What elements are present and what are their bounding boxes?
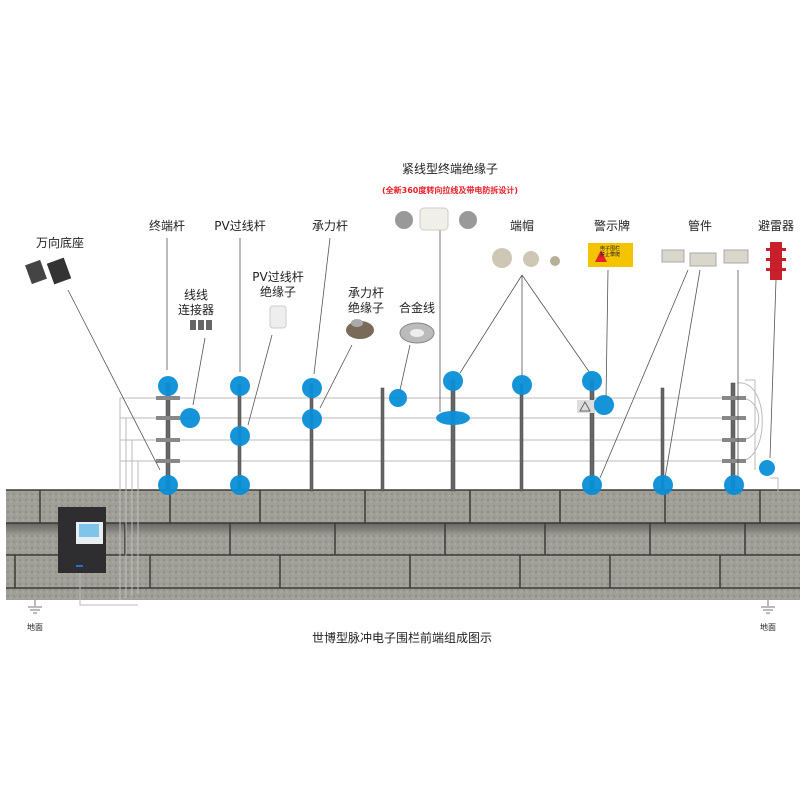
label-tension-pole: 承力杆 xyxy=(311,219,349,233)
label-line-2: 绝缘子 xyxy=(259,285,297,299)
label-pv-pole: PV过线杆 xyxy=(214,219,266,233)
universal-base-image xyxy=(25,257,72,285)
label-universal-base: 万向底座 xyxy=(35,236,85,250)
lightning-arrester-image xyxy=(766,242,786,280)
component-markers xyxy=(158,371,775,495)
small-warning-sign xyxy=(577,400,594,413)
fence-poles xyxy=(165,379,736,492)
fence-wires xyxy=(79,379,779,606)
brick-wall xyxy=(6,489,800,600)
leader-lines xyxy=(67,230,777,479)
diagram-title: 紧线型终端绝缘子 xyxy=(401,162,499,176)
label-pv-insulator: PV过线杆绝缘子 xyxy=(252,270,303,300)
label-tension-insulator: 承力杆绝缘子 xyxy=(348,286,384,316)
label-line-2: 连接器 xyxy=(177,303,215,317)
warning-sign-text: 电子围栏禁止攀爬 xyxy=(600,246,620,258)
pipe-fitting-image xyxy=(661,249,749,267)
label-warning-sign: 警示牌 xyxy=(593,219,631,233)
fence-controller xyxy=(58,507,106,573)
diagram-subtitle: (全新360度转向拉线及带电防拆设计) xyxy=(381,186,519,195)
alloy-wire-image xyxy=(399,322,435,344)
label-end-cap: 端帽 xyxy=(509,219,535,233)
pv-insulator-image xyxy=(269,305,287,329)
label-line-1: 线线 xyxy=(183,288,209,302)
insulators xyxy=(156,396,746,463)
warning-sign-image xyxy=(588,243,633,267)
tension-insulator-image xyxy=(346,319,374,339)
label-pipe-fitting: 管件 xyxy=(687,219,713,233)
label-terminal-pole: 终端杆 xyxy=(148,219,186,233)
label-wire-connector: 线线连接器 xyxy=(178,288,214,318)
diagram-caption: 世博型脉冲电子围栏前端组成图示 xyxy=(311,631,493,645)
label-line-1: 承力杆 xyxy=(347,286,385,300)
label-line-2: 绝缘子 xyxy=(347,301,385,315)
label-lightning-arrester: 避雷器 xyxy=(757,219,795,233)
label-ground-left: 地面 xyxy=(27,623,43,632)
end-cap-image xyxy=(492,248,560,268)
label-ground-right: 地面 xyxy=(760,623,776,632)
label-line-1: PV过线杆 xyxy=(252,270,304,284)
sign-line-1: 电子围栏 xyxy=(599,246,621,252)
tension-terminal-insulator-image xyxy=(395,207,477,231)
label-alloy-wire: 合金线 xyxy=(398,301,436,315)
product-images xyxy=(25,207,786,413)
ground-symbols xyxy=(28,600,775,614)
wire-connector-image xyxy=(190,320,212,330)
sign-line-2: 禁止攀爬 xyxy=(599,252,621,258)
